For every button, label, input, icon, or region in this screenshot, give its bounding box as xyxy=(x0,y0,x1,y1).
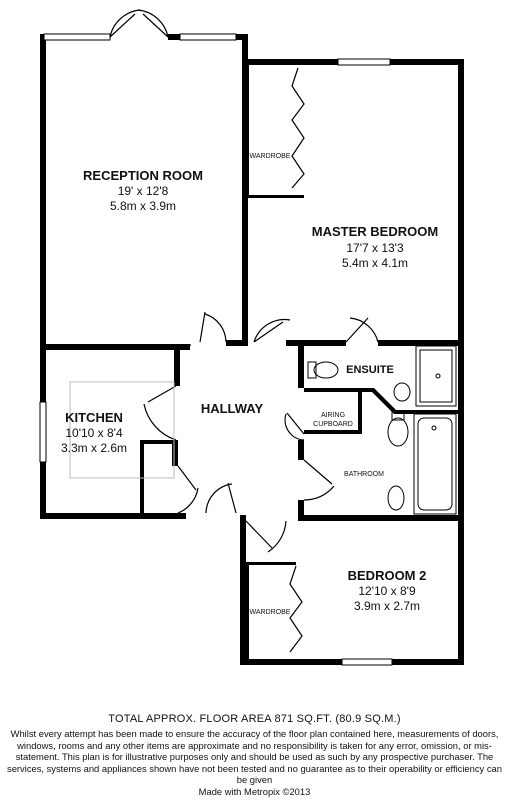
master-bedroom-name: MASTER BEDROOM xyxy=(312,224,438,239)
bedroom2-wardrobe-label: WARDROBE xyxy=(250,609,291,616)
kitchen-worktop xyxy=(69,381,175,479)
bedroom2-name: BEDROOM 2 xyxy=(348,568,427,583)
hallway-name: HALLWAY xyxy=(201,401,264,416)
wardrobe-doors xyxy=(289,67,305,653)
kitchen-name: KITCHEN xyxy=(65,410,123,425)
master-bedroom-imperial: 17'7 x 13'3 xyxy=(346,241,404,255)
bathroom-fixtures xyxy=(387,411,457,515)
total-floor-area: TOTAL APPROX. FLOOR AREA 871 SQ.FT. (80.… xyxy=(108,713,401,725)
ensuite-name: ENSUITE xyxy=(346,364,394,376)
reception-room-imperial: 19' x 12'8 xyxy=(118,184,169,198)
bedroom2-imperial: 12'10 x 8'9 xyxy=(358,584,416,598)
bathroom-name: BATHROOM xyxy=(344,471,384,478)
doors xyxy=(109,9,379,553)
master-wardrobe-label: WARDROBE xyxy=(250,153,291,160)
credit-text: Made with Metropix ©2013 xyxy=(198,786,311,797)
airing-cupboard-line2: CUPBOARD xyxy=(313,421,353,428)
floor-plan: RECEPTION ROOM 19' x 12'8 5.8m x 3.9m MA… xyxy=(39,9,464,666)
ensuite-fixtures xyxy=(307,345,457,407)
kitchen-metric: 3.3m x 2.6m xyxy=(61,441,127,455)
disclaimer-text: Whilst every attempt has been made to en… xyxy=(7,728,502,786)
reception-room-name: RECEPTION ROOM xyxy=(83,168,203,183)
reception-room-metric: 5.8m x 3.9m xyxy=(110,199,176,213)
bedroom2-metric: 3.9m x 2.7m xyxy=(354,599,420,613)
kitchen-imperial: 10'10 x 8'4 xyxy=(65,426,123,440)
airing-cupboard-line1: AIRING xyxy=(321,412,345,419)
master-bedroom-metric: 5.4m x 4.1m xyxy=(342,256,408,270)
